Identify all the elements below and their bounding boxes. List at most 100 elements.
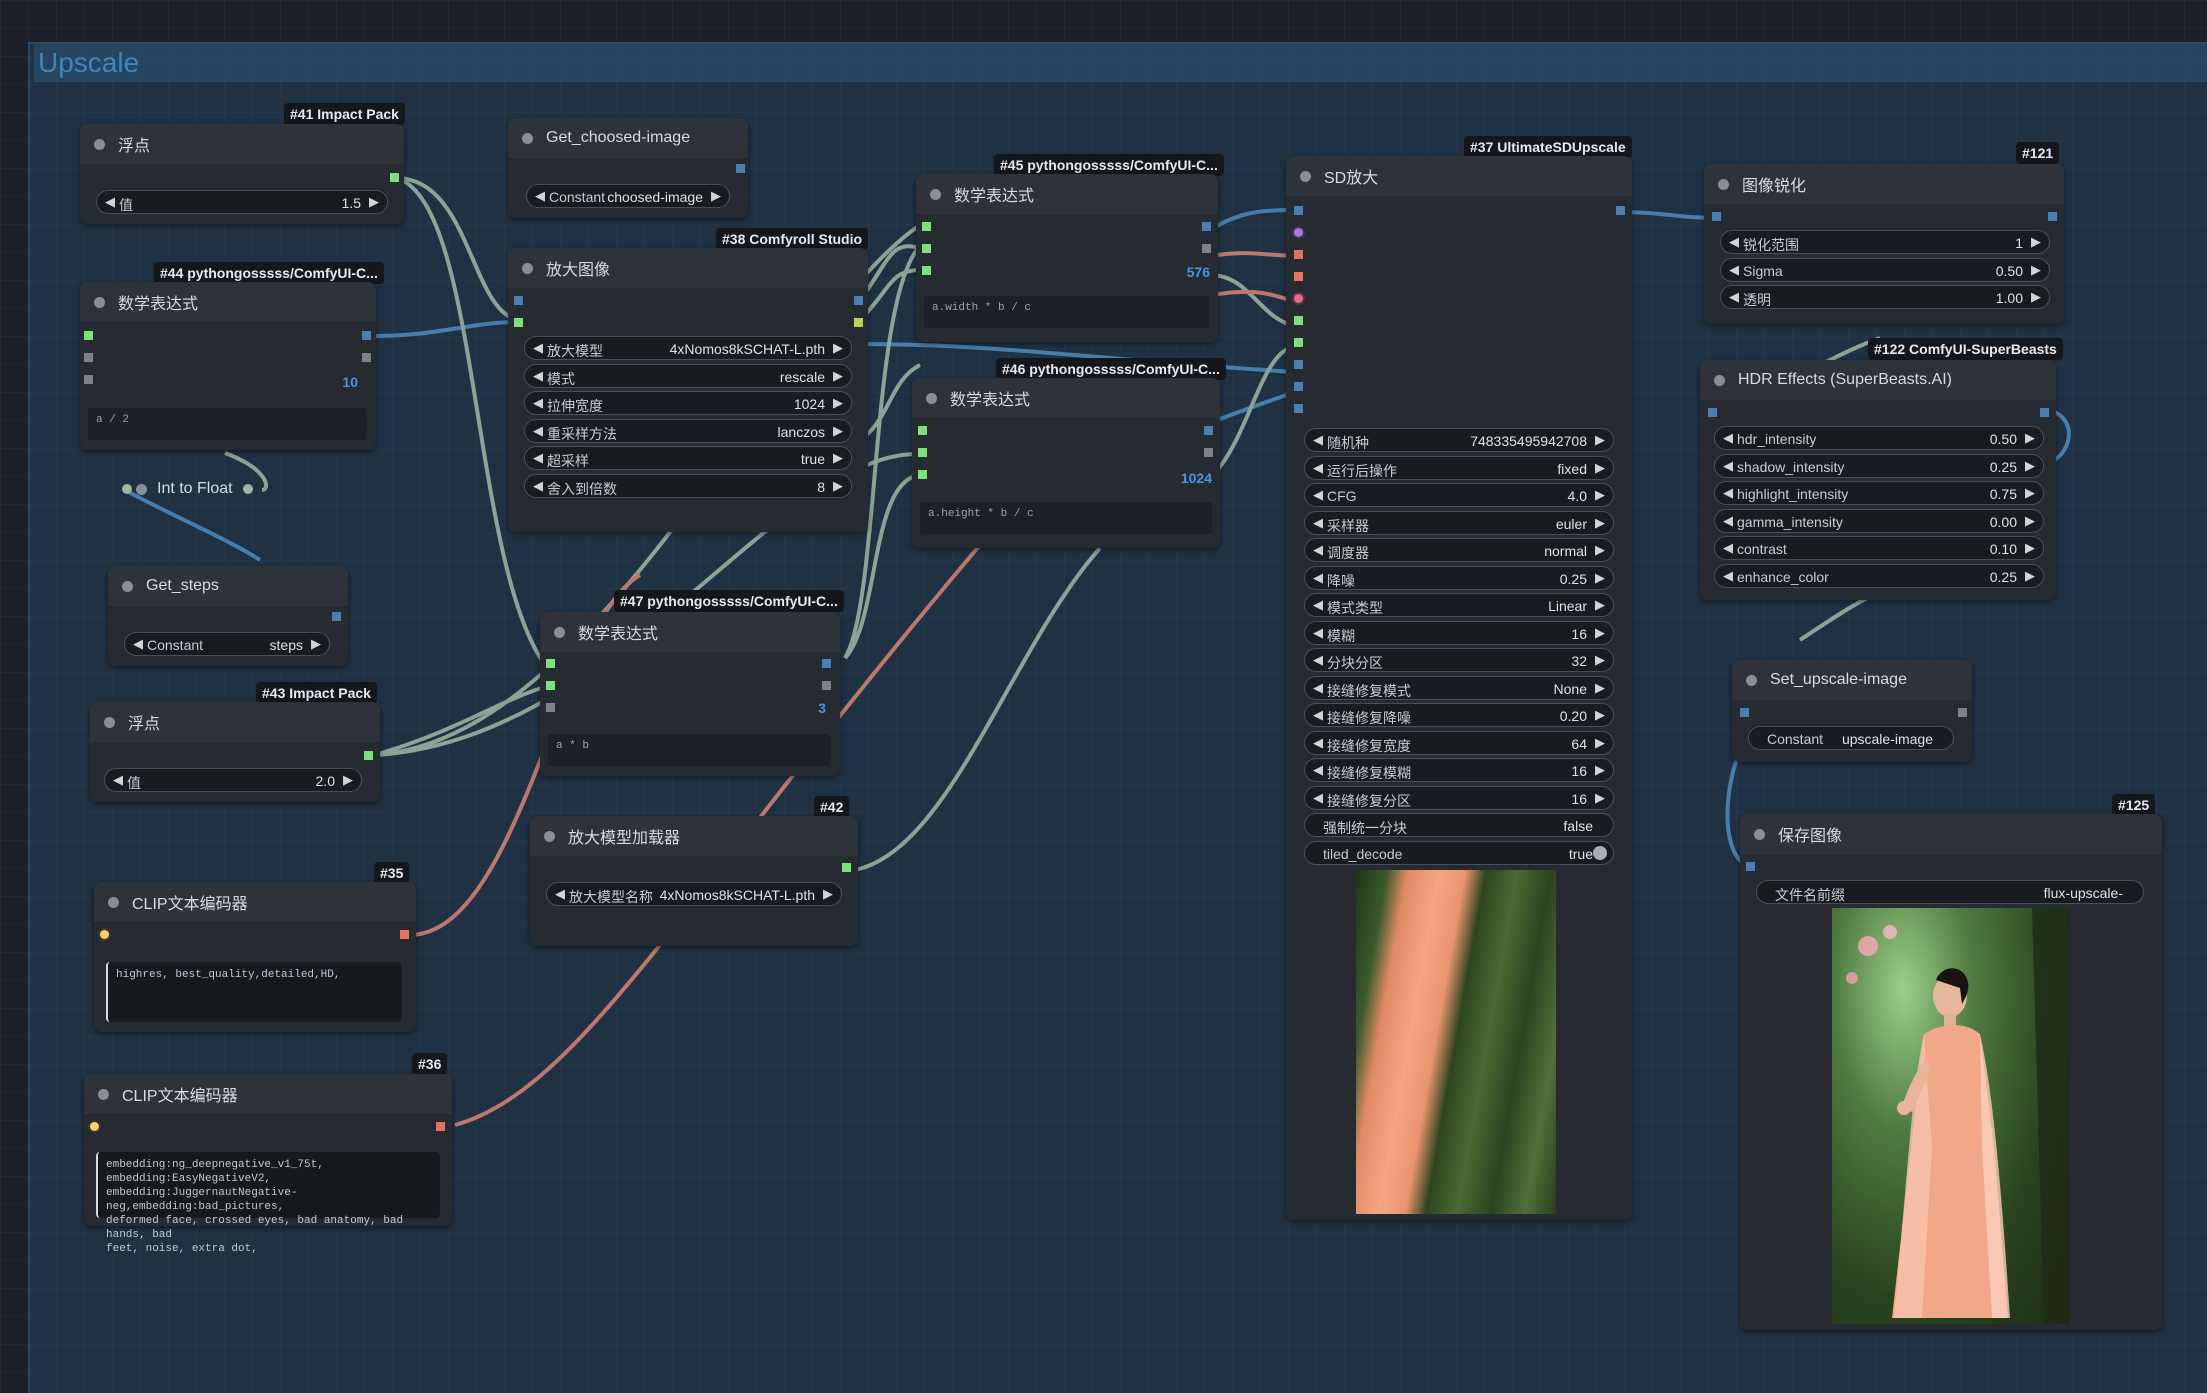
- input-socket[interactable]: [1740, 708, 1749, 717]
- decrement-arrow-icon[interactable]: ◀: [1729, 289, 1739, 304]
- increment-arrow-icon[interactable]: ▶: [1595, 569, 1605, 585]
- decrement-arrow-icon[interactable]: ◀: [1313, 652, 1323, 667]
- input-socket-model[interactable]: [514, 318, 523, 327]
- collapse-dot-icon[interactable]: [136, 483, 147, 495]
- increment-arrow-icon[interactable]: ▶: [1595, 514, 1605, 530]
- input-socket-model[interactable]: [1294, 228, 1303, 237]
- output-socket-float[interactable]: [362, 353, 371, 362]
- output-socket[interactable]: [842, 863, 851, 872]
- node-header[interactable]: 浮点: [90, 702, 380, 742]
- collapse-dot-icon[interactable]: [544, 831, 555, 842]
- prompt-textarea[interactable]: embedding:ng_deepnegative_v1_75t, embedd…: [96, 1152, 440, 1255]
- increment-arrow-icon[interactable]: ▶: [1595, 734, 1605, 750]
- output-socket-image[interactable]: [2048, 212, 2057, 221]
- output-dot-icon[interactable]: [242, 484, 253, 494]
- decrement-arrow-icon[interactable]: ◀: [1313, 707, 1323, 722]
- increment-arrow-icon[interactable]: ▶: [2031, 289, 2041, 304]
- input-socket-a[interactable]: [84, 331, 93, 340]
- constant-widget[interactable]: ◀ Constant choosed-image ▶: [526, 184, 730, 208]
- increment-arrow-icon[interactable]: ▶: [1595, 542, 1605, 557]
- input-socket-steps[interactable]: [1294, 360, 1303, 369]
- node-clip-text-encode-35[interactable]: CLIP文本编码器 highres, best_quality,detailed…: [94, 882, 416, 1032]
- decrement-arrow-icon[interactable]: ◀: [555, 886, 565, 901]
- output-socket-float[interactable]: [822, 681, 831, 690]
- expression-field[interactable]: a * b: [548, 734, 830, 766]
- constant-widget[interactable]: Constant upscale-image: [1748, 726, 1954, 750]
- collapse-dot-icon[interactable]: [1714, 375, 1725, 386]
- output-socket[interactable]: [1958, 708, 1967, 717]
- increment-arrow-icon[interactable]: ▶: [1595, 652, 1605, 667]
- decrement-arrow-icon[interactable]: ◀: [1313, 762, 1323, 777]
- increment-arrow-icon[interactable]: ▶: [1595, 707, 1605, 722]
- increment-arrow-icon[interactable]: ▶: [2031, 261, 2041, 277]
- increment-arrow-icon[interactable]: ▶: [1595, 789, 1605, 805]
- input-socket-clip[interactable]: [100, 930, 109, 939]
- collapse-dot-icon[interactable]: [122, 581, 133, 592]
- output-socket-int[interactable]: [362, 331, 371, 340]
- input-socket-c[interactable]: [84, 375, 93, 384]
- model-name-widget[interactable]: ◀ 放大模型名称 4xNomos8kSCHAT-L.pth ▶: [546, 882, 842, 906]
- input-socket-clip[interactable]: [90, 1122, 99, 1131]
- decrement-arrow-icon[interactable]: ◀: [533, 367, 543, 383]
- collapse-dot-icon[interactable]: [554, 627, 565, 638]
- increment-arrow-icon[interactable]: ▶: [1595, 432, 1605, 447]
- input-socket-positive[interactable]: [1294, 250, 1303, 259]
- group-title-bar[interactable]: Upscale: [34, 44, 2207, 82]
- decrement-arrow-icon[interactable]: ◀: [535, 188, 545, 203]
- toggle-knob-icon[interactable]: [1593, 845, 1607, 860]
- node-header[interactable]: 放大图像: [508, 248, 868, 288]
- increment-arrow-icon[interactable]: ▶: [1595, 459, 1605, 475]
- output-socket-float[interactable]: [1202, 244, 1211, 253]
- collapse-dot-icon[interactable]: [522, 133, 533, 144]
- node-float-41[interactable]: 浮点 ◀ 值 1.5 ▶: [80, 124, 404, 224]
- decrement-arrow-icon[interactable]: ◀: [1723, 540, 1733, 555]
- node-header[interactable]: 数学表达式: [80, 282, 376, 322]
- decrement-arrow-icon[interactable]: ◀: [1723, 485, 1733, 500]
- node-header[interactable]: CLIP文本编码器: [94, 882, 416, 922]
- expression-field[interactable]: a.height * b / c: [920, 502, 1212, 534]
- decrement-arrow-icon[interactable]: ◀: [533, 340, 543, 355]
- increment-arrow-icon[interactable]: ▶: [1595, 597, 1605, 612]
- output-socket[interactable]: [332, 612, 341, 621]
- input-socket-image[interactable]: [1708, 408, 1717, 417]
- node-float-43[interactable]: 浮点 ◀ 值 2.0 ▶: [90, 702, 380, 802]
- output-socket[interactable]: [736, 164, 745, 173]
- output-socket[interactable]: [364, 751, 373, 760]
- decrement-arrow-icon[interactable]: ◀: [533, 395, 543, 410]
- increment-arrow-icon[interactable]: ▶: [833, 340, 843, 355]
- output-socket-image[interactable]: [2040, 408, 2049, 417]
- constant-widget[interactable]: ◀ Constant steps ▶: [124, 632, 330, 656]
- collapse-dot-icon[interactable]: [1300, 171, 1311, 182]
- input-socket-a[interactable]: [546, 659, 555, 668]
- increment-arrow-icon[interactable]: ▶: [2025, 540, 2035, 555]
- node-header[interactable]: Get_choosed-image: [508, 118, 748, 158]
- decrement-arrow-icon[interactable]: ◀: [1313, 679, 1323, 695]
- prompt-textarea[interactable]: highres, best_quality,detailed,HD,: [106, 962, 402, 1022]
- output-socket-float[interactable]: [1204, 448, 1213, 457]
- output-socket-image[interactable]: [1616, 206, 1625, 215]
- node-math-45[interactable]: 数学表达式 576 a.width * b / c: [916, 174, 1218, 342]
- input-socket-images[interactable]: [1746, 862, 1755, 871]
- increment-arrow-icon[interactable]: ▶: [311, 636, 321, 651]
- input-socket-b[interactable]: [546, 681, 555, 690]
- collapse-dot-icon[interactable]: [94, 297, 105, 308]
- output-socket-info[interactable]: [854, 318, 863, 327]
- node-header[interactable]: 放大模型加载器: [530, 816, 858, 856]
- decrement-arrow-icon[interactable]: ◀: [1313, 734, 1323, 750]
- collapse-dot-icon[interactable]: [94, 139, 105, 150]
